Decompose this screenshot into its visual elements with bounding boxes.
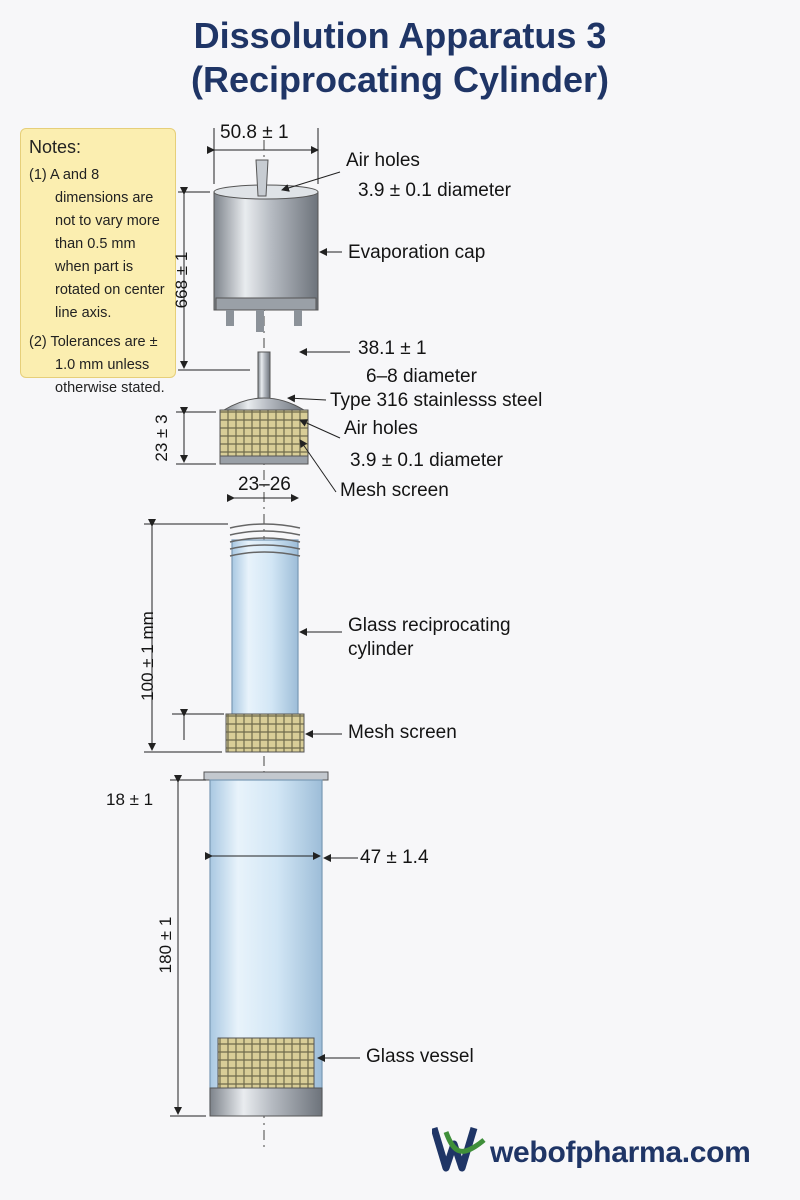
- mesh-screen-label-1: Mesh screen: [340, 480, 449, 501]
- dim-47: 47 ± 1.4: [360, 847, 429, 868]
- glass-reciprocating-cylinder: [225, 523, 305, 753]
- dim-38: 38.1 ± 1: [358, 338, 427, 359]
- air-holes-dim-1: 3.9 ± 0.1 diameter: [358, 180, 512, 201]
- title-line-2: (Reciprocating Cylinder): [190, 59, 610, 100]
- air-holes-label-2: Air holes: [344, 418, 418, 439]
- cyl-height-dim: 100 ± 1 mm: [138, 611, 157, 701]
- webofpharma-logo-icon: [432, 1126, 486, 1172]
- dim-180: 180 ± 1: [156, 916, 175, 974]
- glass-cylinder-label: Glass reciprocating cylinder: [348, 615, 511, 660]
- glass-vessel-label: Glass vessel: [366, 1046, 474, 1067]
- cylinder-top-cap: [219, 351, 309, 465]
- cap-height-dim: 668 ± 1: [172, 251, 191, 309]
- dim-23-26: 23–26: [238, 474, 291, 495]
- dim-6-8: 6–8 diameter: [366, 366, 477, 387]
- steel-label: Type 316 stainlesss steel: [330, 390, 543, 411]
- note-1: (1) A and 8 dimensions are not to vary m…: [29, 167, 165, 321]
- note-2: (2) Tolerances are ± 1.0 mm unless other…: [29, 334, 165, 396]
- top-width-dim: 50.8 ± 1: [220, 122, 289, 143]
- air-holes-label-1: Air holes: [346, 150, 420, 171]
- notes-box: Notes: (1) A and 8 dimensions are not to…: [20, 128, 176, 396]
- dim-18: 18 ± 1: [106, 790, 154, 809]
- air-holes-dim-2: 3.9 ± 0.1 diameter: [350, 450, 504, 471]
- mesh-screen-label-2: Mesh screen: [348, 722, 457, 743]
- dim-23: 23 ± 3: [152, 414, 171, 462]
- evaporation-cap: [213, 159, 319, 332]
- title-line-1: Dissolution Apparatus 3: [193, 15, 607, 56]
- glass-vessel: [203, 771, 329, 1117]
- logo-text[interactable]: webofpharma.com: [490, 1136, 751, 1169]
- notes-heading: Notes:: [29, 137, 82, 157]
- evaporation-cap-label: Evaporation cap: [348, 242, 486, 263]
- page-title: Dissolution Apparatus 3 (Reciprocating C…: [0, 14, 800, 102]
